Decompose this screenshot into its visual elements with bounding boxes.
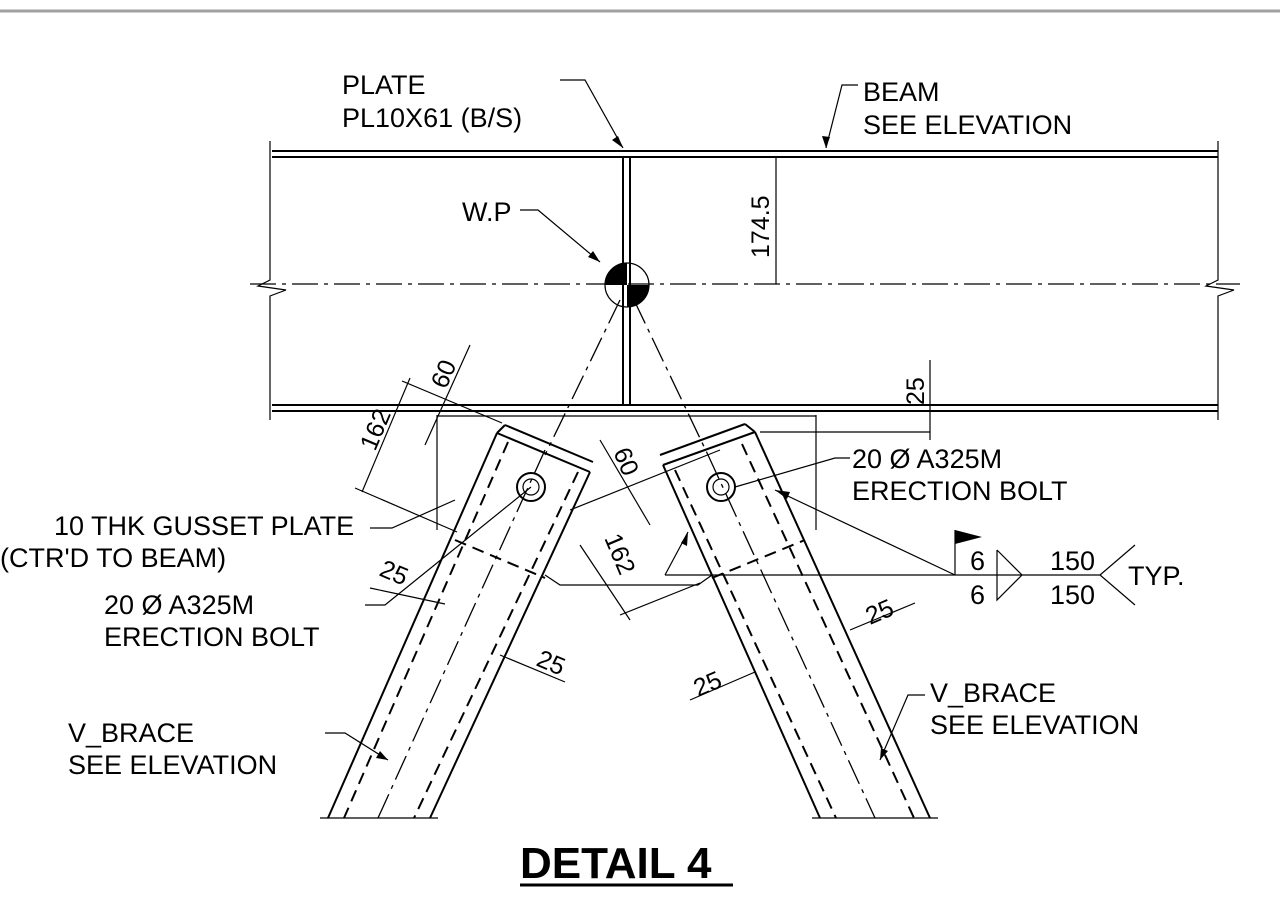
weld-length-top: 150 <box>1050 546 1095 576</box>
bolt-left-label-line2: ERECTION BOLT <box>104 622 320 652</box>
beam-label-line2: SEE ELEVATION <box>863 110 1072 140</box>
beam <box>250 141 1240 420</box>
dim-flange-25: 25 <box>902 377 930 405</box>
work-point-symbol <box>604 262 650 308</box>
bolt-right-label-line1: 20 Ø A325M <box>852 444 1002 474</box>
weld-size-top: 6 <box>970 546 985 576</box>
gusset-label-line2: (CTR'D TO BEAM) <box>0 543 226 573</box>
dim-mid-60: 60 <box>607 443 644 480</box>
dim-left-60: 60 <box>426 356 463 393</box>
beam-label-line1: BEAM <box>863 77 940 107</box>
weld-symbol <box>664 489 1136 606</box>
gusset-label-line1: 10 THK GUSSET PLATE <box>54 511 354 541</box>
leader-lines <box>325 79 925 761</box>
dimension-lines <box>354 157 931 701</box>
bolt-right-label-line2: ERECTION BOLT <box>852 476 1068 506</box>
dim-174-5: 174.5 <box>747 195 775 258</box>
typ-label: TYP. <box>1128 561 1185 591</box>
brace-right-label-line1: V_BRACE <box>930 678 1056 708</box>
bolt-right <box>706 472 736 502</box>
brace-left-label-line1: V_BRACE <box>68 718 194 748</box>
gusset-plate <box>436 415 817 586</box>
dim-right-25-gusset: 25 <box>861 594 898 631</box>
weld-length-bottom: 150 <box>1050 580 1095 610</box>
plate-label-line1: PLATE <box>342 70 426 100</box>
plate-label-line2: PL10X61 (B/S) <box>342 103 522 133</box>
detail-title: DETAIL 4 <box>520 839 712 888</box>
brace-right-label-line2: SEE ELEVATION <box>930 710 1139 740</box>
dim-right-25-brace: 25 <box>689 666 726 703</box>
left-brace <box>320 424 594 819</box>
dim-left-25-brace: 25 <box>533 645 570 682</box>
bolt-left <box>516 472 546 502</box>
brace-left-label-line2: SEE ELEVATION <box>68 750 277 780</box>
dim-left-162: 162 <box>355 405 397 454</box>
weld-size-bottom: 6 <box>970 580 985 610</box>
dim-left-25-gusset: 25 <box>376 555 413 592</box>
bolt-left-label-line1: 20 Ø A325M <box>104 590 254 620</box>
dim-mid-162: 162 <box>598 529 640 578</box>
wp-label: W.P <box>462 197 512 227</box>
